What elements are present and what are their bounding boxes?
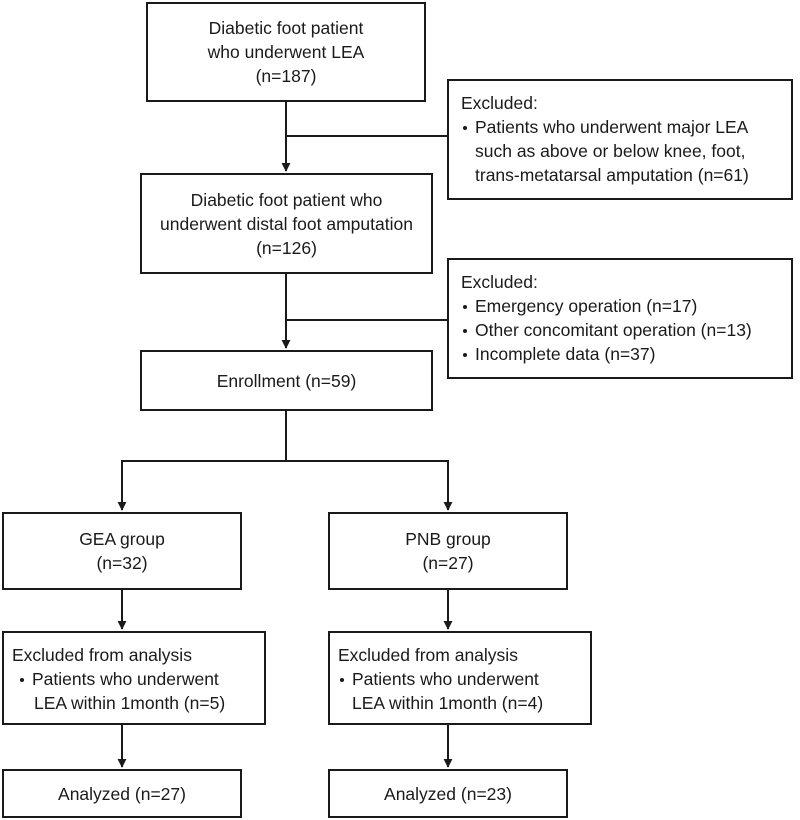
exclusion-second-box: Excluded: Emergency operation (n=17) Oth… <box>447 258 793 379</box>
distal-line-1: Diabetic foot patient who <box>190 189 383 210</box>
exclusion-major-title: Excluded: <box>461 93 538 113</box>
gea-group-box: GEA group (n=32) <box>2 512 242 590</box>
gea-group-count: (n=32) <box>96 553 148 573</box>
enrollment-label: Enrollment (n=59) <box>216 370 357 391</box>
gea-analyzed-label: Analyzed (n=27) <box>58 783 186 804</box>
distal-amputation-box: Diabetic foot patient who underwent dist… <box>140 173 433 274</box>
bullet-icon <box>463 329 467 333</box>
exclusion-major-text-1: Patients who underwent major LEA <box>475 117 749 137</box>
initial-line-1: Diabetic foot patient <box>208 18 364 38</box>
exclusion-second-item-2: Other concomitant operation (n=13) <box>461 318 779 342</box>
exclusion-major-lea-box: Excluded: Patients who underwent major L… <box>447 79 793 200</box>
exclusion-pnb-box: Excluded from analysis Patients who unde… <box>328 631 592 725</box>
bullet-icon <box>463 353 467 357</box>
bullet-icon <box>340 678 344 682</box>
enrollment-box: Enrollment (n=59) <box>140 350 433 411</box>
exclusion-pnb-title: Excluded from analysis <box>338 645 518 665</box>
initial-population-box: Diabetic foot patient who underwent LEA … <box>146 2 426 102</box>
exclusion-pnb-text-1: Patients who underwent <box>352 669 539 689</box>
exclusion-gea-box: Excluded from analysis Patients who unde… <box>2 631 266 725</box>
bullet-icon <box>463 126 467 130</box>
initial-count: (n=187) <box>255 66 317 86</box>
exclusion-major-text-2: such as above or below knee, foot, <box>475 141 746 161</box>
pnb-analyzed-label: Analyzed (n=23) <box>384 783 512 804</box>
exclusion-gea-bullet: Patients who underwent <box>12 667 256 691</box>
exclusion-gea-text-2: LEA within 1month (n=5) <box>34 693 226 713</box>
exclusion-second-item-1: Emergency operation (n=17) <box>461 294 779 318</box>
pnb-group-box: PNB group (n=27) <box>328 512 568 590</box>
exclusion-major-bullet: Patients who underwent major LEA <box>461 115 779 139</box>
exclusion-second-text-3: Incomplete data (n=37) <box>475 344 656 364</box>
exclusion-second-title: Excluded: <box>461 272 538 292</box>
distal-count: (n=126) <box>256 237 317 258</box>
exclusion-second-text-2: Other concomitant operation (n=13) <box>475 320 752 340</box>
gea-group-label: GEA group <box>79 529 165 549</box>
exclusion-pnb-text-2: LEA within 1month (n=4) <box>352 693 544 713</box>
initial-line-2: who underwent LEA <box>207 42 365 62</box>
exclusion-major-text-3: trans-metatarsal amputation (n=61) <box>475 165 749 185</box>
bullet-icon <box>463 305 467 309</box>
pnb-group-count: (n=27) <box>422 553 474 573</box>
exclusion-gea-text-1: Patients who underwent <box>32 669 219 689</box>
exclusion-pnb-bullet: Patients who underwent <box>338 667 582 691</box>
exclusion-second-text-1: Emergency operation (n=17) <box>475 296 698 316</box>
bullet-icon <box>20 678 24 682</box>
exclusion-second-item-3: Incomplete data (n=37) <box>461 342 779 366</box>
exclusion-gea-title: Excluded from analysis <box>12 645 192 665</box>
distal-line-2: underwent distal foot amputation <box>160 213 413 234</box>
pnb-analyzed-box: Analyzed (n=23) <box>328 769 568 818</box>
gea-analyzed-box: Analyzed (n=27) <box>2 769 242 818</box>
pnb-group-label: PNB group <box>405 529 491 549</box>
